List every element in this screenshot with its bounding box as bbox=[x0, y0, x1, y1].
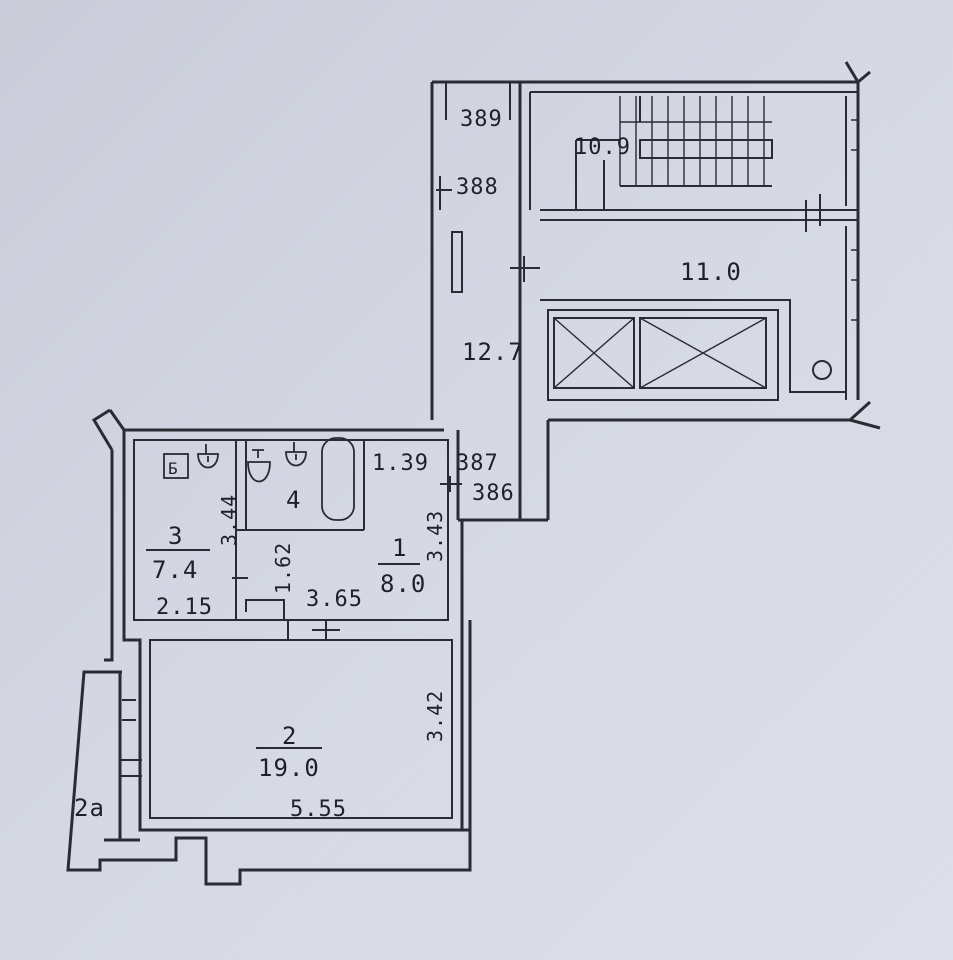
bathtub-icon bbox=[321, 437, 355, 521]
toilet-icon bbox=[247, 449, 271, 483]
dim-162: 1.62 bbox=[271, 542, 295, 594]
stove-icon bbox=[163, 453, 189, 479]
dim-215: 2.15 bbox=[156, 595, 213, 620]
corridor-area-label: 12.7 bbox=[462, 338, 524, 366]
stair-area-label: 10.9 bbox=[574, 135, 631, 160]
stair-block bbox=[430, 61, 881, 522]
dim-388: 388 bbox=[456, 175, 499, 200]
kitchen-area: 7.4 bbox=[152, 556, 198, 584]
living-room-number: 2 bbox=[282, 722, 297, 750]
kitchen-number: 3 bbox=[168, 522, 183, 550]
dim-365: 3.65 bbox=[306, 587, 363, 612]
labels: 389 388 10.9 11.0 12.7 1.39 387 386 4 Б … bbox=[74, 107, 742, 822]
bathroom-number: 4 bbox=[286, 486, 301, 514]
dim-343: 3.43 bbox=[423, 510, 447, 562]
lift-shafts bbox=[540, 299, 846, 401]
lift-hall-area-label: 11.0 bbox=[680, 258, 742, 286]
dim-342: 3.42 bbox=[423, 690, 447, 742]
fixtures bbox=[163, 437, 355, 521]
kitchen-sink-icon bbox=[197, 444, 219, 469]
stove-mark: Б bbox=[168, 459, 179, 478]
dim-139: 1.39 bbox=[372, 451, 429, 476]
staircase-steps bbox=[575, 96, 773, 210]
living-room-area: 19.0 bbox=[258, 754, 320, 782]
dim-387: 387 bbox=[456, 451, 499, 476]
washbasin-icon bbox=[285, 442, 307, 467]
apartment-walls bbox=[66, 408, 472, 886]
dim-389: 389 bbox=[460, 107, 503, 132]
dim-386: 386 bbox=[472, 481, 515, 506]
dim-344: 3.44 bbox=[217, 494, 241, 546]
dim-555: 5.55 bbox=[290, 797, 347, 822]
loggia-label: 2a bbox=[74, 794, 105, 822]
hall-number: 1 bbox=[392, 534, 407, 562]
hall-area: 8.0 bbox=[380, 570, 426, 598]
